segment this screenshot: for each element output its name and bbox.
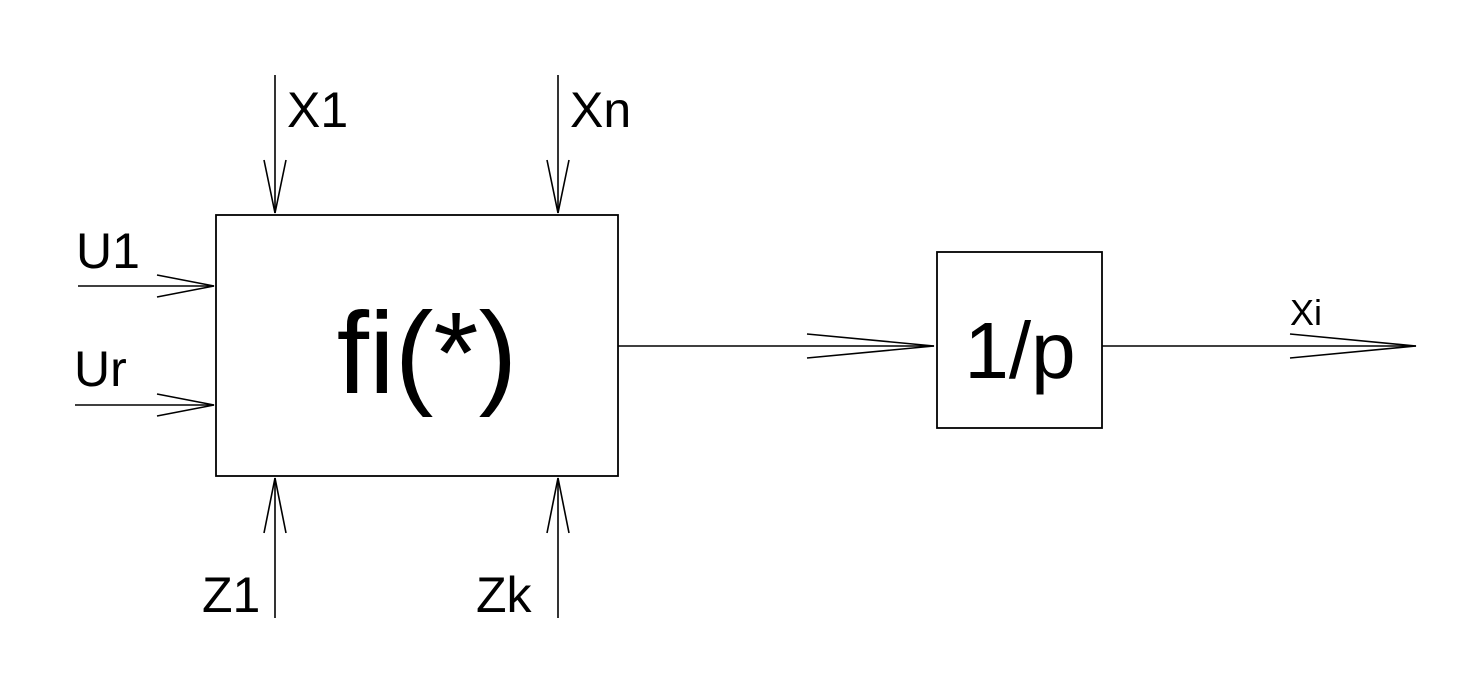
connection-arrow-function-to-integrator (618, 333, 935, 359)
input-label-zk: Zk (476, 567, 533, 623)
input-arrow-xn (546, 75, 570, 214)
output-arrow-xi (1102, 333, 1417, 359)
input-arrow-u1 (78, 274, 215, 298)
function-block (215, 214, 619, 477)
input-arrow-x1 (263, 75, 287, 214)
integrator-block (936, 251, 1103, 429)
input-arrow-ur (75, 393, 215, 417)
function-block-label: fi(*) (337, 288, 517, 418)
input-label-xn: Xn (570, 82, 631, 138)
input-label-ur: Ur (74, 341, 127, 397)
input-label-x1: X1 (287, 82, 348, 138)
input-arrow-z1 (263, 477, 287, 618)
output-label-xi: Xi (1290, 292, 1322, 333)
integrator-block-label: 1/p (964, 306, 1075, 395)
input-arrow-zk (546, 477, 570, 618)
input-label-z1: Z1 (202, 567, 260, 623)
input-label-u1: U1 (76, 223, 140, 279)
